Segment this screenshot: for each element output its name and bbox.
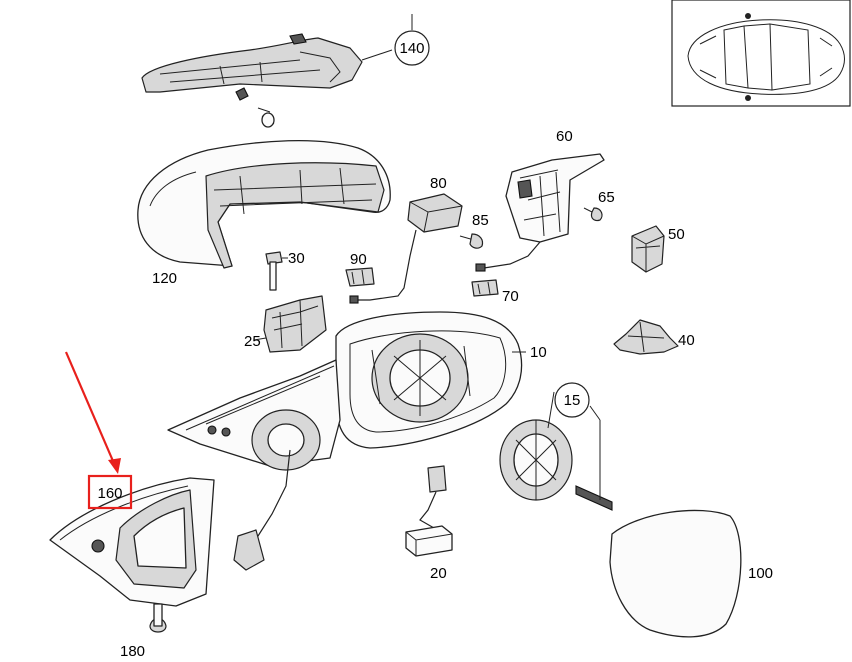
part-160-lower-cover <box>49 477 215 607</box>
vehicle-top-view-icon <box>687 13 845 101</box>
callout-15: 15 <box>554 382 590 418</box>
part-100-mirror-glass <box>609 509 742 638</box>
vehicle-locator-inset <box>671 0 851 107</box>
callout-10: 10 <box>530 344 547 361</box>
housing-inner-frame <box>167 359 341 571</box>
part-80-electronic-module <box>349 193 463 304</box>
callout-85: 85 <box>472 212 489 229</box>
part-90-clip <box>345 267 375 287</box>
part-65-screw <box>583 207 603 222</box>
part-40-mount-bracket <box>613 319 679 355</box>
part-140-turn-signal-lamp <box>141 33 393 128</box>
callout-80: 80 <box>430 175 447 192</box>
callout-60: 60 <box>556 128 573 145</box>
part-10-mirror-housing <box>335 311 526 449</box>
part-120-mirror-cover <box>137 139 391 269</box>
part-30-screw <box>265 251 288 291</box>
callout-15-label: 15 <box>564 392 581 409</box>
callout-20: 20 <box>430 565 447 582</box>
part-15-adjustment-motor <box>499 391 613 511</box>
part-180-screw <box>149 603 167 633</box>
callout-160-label: 160 <box>97 485 122 502</box>
callout-100: 100 <box>748 565 773 582</box>
part-85-screw <box>459 233 484 249</box>
part-25-actuator-module <box>253 295 327 353</box>
callout-40: 40 <box>678 332 695 349</box>
callout-140: 140 <box>394 14 430 66</box>
part-20-puddle-lamp <box>405 465 453 557</box>
callout-70: 70 <box>502 288 519 305</box>
callout-180: 180 <box>120 643 145 660</box>
part-70-clip <box>471 279 499 297</box>
callout-90: 90 <box>350 251 367 268</box>
red-arrowhead-icon <box>108 458 121 474</box>
callout-120: 120 <box>152 270 177 287</box>
callout-140-label: 140 <box>399 40 424 57</box>
callout-25: 25 <box>244 333 261 350</box>
callout-30: 30 <box>288 250 305 267</box>
part-60-bracket <box>475 153 605 272</box>
callout-65: 65 <box>598 189 615 206</box>
red-pointer-arrow <box>64 351 118 469</box>
callout-50: 50 <box>668 226 685 243</box>
part-50-motor <box>631 225 665 273</box>
red-highlight-box <box>87 474 133 510</box>
highlighted-callout-160: 160 <box>64 351 133 510</box>
